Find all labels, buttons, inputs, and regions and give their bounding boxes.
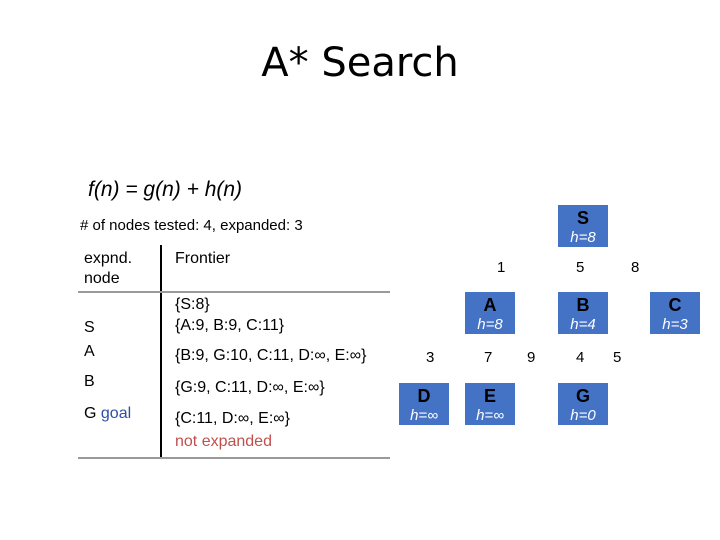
graph-node-e: Eh=∞ xyxy=(465,383,515,425)
stats-text: # of nodes tested: 4, expanded: 3 xyxy=(80,217,303,234)
graph-node-heuristic: h=0 xyxy=(570,407,596,424)
graph-node-box xyxy=(558,383,608,425)
edges-layer: 1 5 8 3 7 9 4 5 xyxy=(426,259,639,366)
graph-node-box xyxy=(650,292,700,334)
graph-node-box xyxy=(465,292,515,334)
not-expanded-note: not expanded xyxy=(175,433,272,450)
graph-node-heuristic: h=∞ xyxy=(410,407,438,424)
edge-cost-b-g: 4 xyxy=(576,349,584,366)
table-row-1-frontier: {A:9, B:9, C:11} xyxy=(175,317,285,334)
table-row-3-frontier: {G:9, C:11, D:∞, E:∞} xyxy=(175,379,325,396)
table-row-2-frontier: {B:9, G:10, C:11, D:∞, E:∞} xyxy=(175,347,367,364)
table-header-expanded: expnd. node xyxy=(84,250,133,287)
graph-node-s: Sh=8 xyxy=(558,205,608,247)
graph-node-box xyxy=(465,383,515,425)
graph-node-label: C xyxy=(669,295,682,315)
graph-node-heuristic: h=8 xyxy=(477,316,503,333)
graph-node-heuristic: h=4 xyxy=(570,316,595,333)
graph-node-heuristic: h=3 xyxy=(662,316,688,333)
edge-cost-s-b: 5 xyxy=(576,259,584,276)
graph-node-a: Ah=8 xyxy=(465,292,515,334)
table-row-1-expanded: S xyxy=(84,319,95,336)
graph-node-box xyxy=(558,292,608,334)
table-header-frontier: Frontier xyxy=(175,250,231,267)
graph-node-label: B xyxy=(577,295,590,315)
graph-node-c: Ch=3 xyxy=(650,292,700,334)
edge-cost-a-e: 7 xyxy=(484,349,492,366)
graph-node-b: Bh=4 xyxy=(558,292,608,334)
edge-cost-a-d: 3 xyxy=(426,349,434,366)
table-row-0-frontier: {S:8} xyxy=(175,296,210,313)
table-row-2-expanded: A xyxy=(84,343,95,360)
formula: f(n) = g(n) + h(n) xyxy=(88,178,243,201)
table-bottom-divider xyxy=(78,457,390,459)
graph-node-label: E xyxy=(484,386,496,406)
goal-node-label: G xyxy=(84,405,97,422)
slide-title: A* Search xyxy=(261,40,459,86)
graph-node-d: Dh=∞ xyxy=(399,383,449,425)
edge-cost-s-c: 8 xyxy=(631,259,639,276)
nodes-layer: Sh=8Ah=8Bh=4Ch=3Dh=∞Eh=∞Gh=0 xyxy=(399,205,700,425)
graph-node-label: G xyxy=(576,386,590,406)
table-row-3-expanded: B xyxy=(84,373,95,390)
graph-node-heuristic: h=8 xyxy=(570,229,596,246)
graph-node-box xyxy=(399,383,449,425)
table-column-divider xyxy=(160,245,162,458)
table-header-divider xyxy=(78,291,390,293)
graph-node-heuristic: h=∞ xyxy=(476,407,504,424)
graph-node-label: D xyxy=(418,386,431,406)
edge-cost-s-a: 1 xyxy=(497,259,505,276)
table-row-4-frontier: {C:11, D:∞, E:∞} xyxy=(175,410,291,427)
graph-node-label: A xyxy=(484,295,497,315)
edge-cost-a-g: 9 xyxy=(527,349,535,366)
edge-cost-c-g: 5 xyxy=(613,349,621,366)
graph-node-g: Gh=0 xyxy=(558,383,608,425)
goal-marker: goal xyxy=(100,405,132,422)
graph-node-box xyxy=(558,205,608,247)
graph-node-label: S xyxy=(577,208,589,228)
table-row-4-expanded: G goal xyxy=(84,404,131,424)
